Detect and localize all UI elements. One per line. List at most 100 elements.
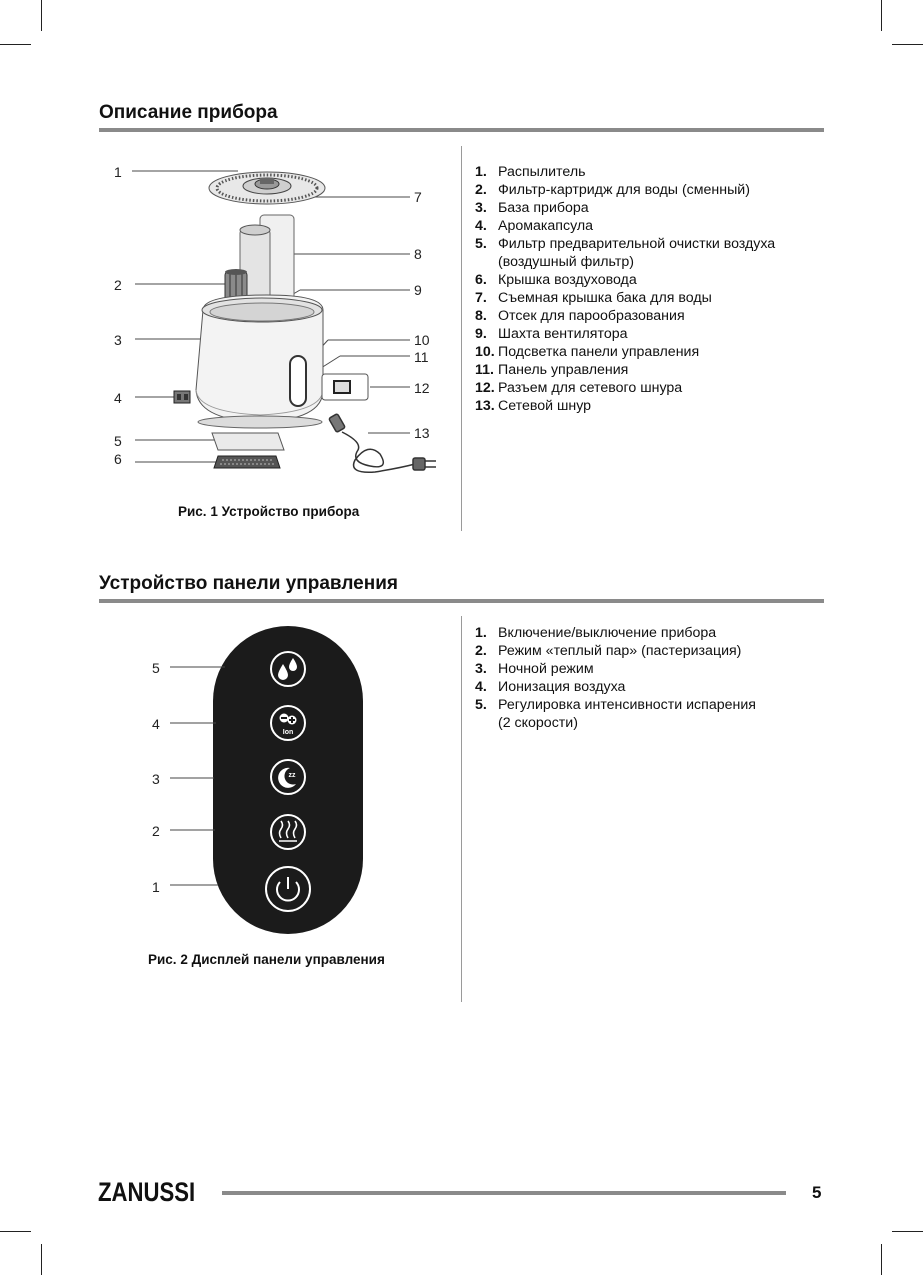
column-divider	[461, 146, 462, 531]
list-item-number: 2.	[475, 643, 487, 659]
list-item: 13.Сетевой шнур	[475, 397, 775, 415]
list-item-text: База прибора	[498, 200, 589, 216]
crop-mark	[881, 0, 882, 31]
callout-3: 3	[114, 332, 122, 348]
list-item-number: 10.	[475, 344, 495, 360]
list-item: 3. База прибора	[475, 199, 775, 217]
figure-caption-device: Рис. 1 Устройство прибора	[178, 504, 360, 519]
brand-logo: ZANUSSI	[98, 1177, 196, 1207]
footer-rule	[222, 1191, 786, 1195]
list-item-text: Сетевой шнур	[498, 398, 592, 414]
section-title-device: Описание прибора	[99, 102, 278, 123]
list-item-number: 2.	[475, 182, 487, 198]
panel-callout-5: 5	[152, 660, 160, 676]
list-item-text: Регулировка интенсивности испарения	[498, 697, 756, 713]
list-item: 6. Крышка воздуховода	[475, 271, 775, 289]
list-item: 9.Шахта вентилятора	[475, 325, 775, 343]
list-item-number: 5.	[475, 697, 487, 713]
list-item: 7. Съемная крышка бака для воды	[475, 289, 775, 307]
list-item-text: Отсек для парообразования	[498, 308, 685, 324]
list-item-number: 3.	[475, 200, 487, 216]
atomizer-illustration	[208, 171, 326, 205]
water-drops-icon[interactable]	[270, 651, 306, 687]
crop-mark	[0, 1231, 31, 1232]
section-title-control-panel: Устройство панели управления	[99, 573, 398, 594]
list-item-text: Ионизация воздуха	[498, 679, 626, 695]
list-item: 4. Аромакапсула	[475, 217, 775, 235]
panel-callout-4: 4	[152, 716, 160, 732]
list-item-text: Фильтр-картридж для воды (сменный)	[498, 182, 750, 198]
list-item-text: Ночной режим	[498, 661, 594, 677]
panel-callout-2: 2	[152, 823, 160, 839]
night-mode-icon[interactable]: zz	[270, 759, 306, 795]
list-item-number: 6.	[475, 272, 487, 288]
panel-callout-1: 1	[152, 879, 160, 895]
power-socket-illustration	[321, 373, 369, 401]
list-item-number: 1.	[475, 625, 487, 641]
list-item-number: 7.	[475, 290, 487, 306]
list-item: 2. Режим «теплый пар» (пастеризация)	[475, 642, 756, 660]
list-item-continuation: (2 скорости)	[498, 715, 578, 731]
list-item-number: 12.	[475, 380, 495, 396]
list-item-number: 13.	[475, 398, 495, 414]
list-item-text: Крышка воздуховода	[498, 272, 637, 288]
list-item: 1. Распылитель	[475, 163, 775, 181]
section-rule	[99, 599, 824, 603]
ionization-icon[interactable]: Ion	[270, 705, 306, 741]
list-item-text: Режим «теплый пар» (пастеризация)	[498, 643, 742, 659]
crop-mark	[0, 44, 31, 45]
list-item-text: Панель управления	[498, 362, 629, 378]
list-item: 11.Панель управления	[475, 361, 775, 379]
list-item-number: 3.	[475, 661, 487, 677]
parts-list: 1. Распылитель 2. Фильтр-картридж для воды …	[475, 163, 775, 415]
callout-12: 12	[414, 380, 430, 396]
panel-callout-3: 3	[152, 771, 160, 787]
list-item-text: Подсветка панели управления	[498, 344, 700, 360]
callout-11: 11	[414, 349, 429, 365]
list-item-number: 5.	[475, 236, 487, 252]
list-item: 10.Подсветка панели управления	[475, 343, 775, 361]
list-item: 5. Регулировка интенсивности испарения (2 …	[475, 696, 756, 732]
list-item-text: Съемная крышка бака для воды	[498, 290, 712, 306]
list-item-continuation: (воздушный фильтр)	[498, 254, 634, 270]
list-item: 8. Отсек для парообразования	[475, 307, 775, 325]
callout-7: 7	[414, 189, 422, 205]
control-panel-diagram: 5 4 3 2 1 Ion zz	[152, 626, 363, 934]
warm-steam-icon[interactable]	[270, 814, 306, 850]
callout-6: 6	[114, 451, 122, 467]
list-item-text: Фильтр предварительной очистки воздуха	[498, 236, 776, 252]
list-item-number: 4.	[475, 218, 487, 234]
callout-2: 2	[114, 277, 122, 293]
crop-mark	[892, 44, 923, 45]
list-item-number: 9.	[475, 326, 487, 342]
list-item-number: 1.	[475, 164, 487, 180]
callout-1: 1	[114, 164, 122, 180]
crop-mark	[881, 1244, 882, 1275]
steam-chamber-illustration	[239, 214, 295, 306]
aroma-capsule-illustration	[173, 390, 191, 404]
list-item-text: Аромакапсула	[498, 218, 594, 234]
power-icon[interactable]	[265, 866, 311, 912]
list-item-text: Разъем для сетевого шнура	[498, 380, 683, 396]
list-item-number: 11.	[475, 362, 494, 378]
page-number: 5	[812, 1183, 822, 1202]
callout-9: 9	[414, 282, 422, 298]
crop-mark	[41, 0, 42, 31]
list-item: 1. Включение/выключение прибора	[475, 624, 756, 642]
air-prefilter-illustration	[211, 432, 285, 451]
zz-label: zz	[289, 772, 297, 779]
list-item-text: Включение/выключение прибора	[498, 625, 717, 641]
list-item-number: 8.	[475, 308, 487, 324]
callout-13: 13	[414, 425, 430, 441]
list-item: 2. Фильтр-картридж для воды (сменный)	[475, 181, 775, 199]
crop-mark	[892, 1231, 923, 1232]
list-item-number: 4.	[475, 679, 487, 695]
list-item: 12.Разъем для сетевого шнура	[475, 379, 775, 397]
crop-mark	[41, 1244, 42, 1275]
list-item: 5. Фильтр предварительной очистки воздуха…	[475, 235, 775, 271]
ion-label: Ion	[283, 729, 294, 736]
callout-10: 10	[414, 332, 430, 348]
list-item-text: Распылитель	[498, 164, 586, 180]
callout-8: 8	[414, 246, 422, 262]
column-divider	[461, 616, 462, 1002]
